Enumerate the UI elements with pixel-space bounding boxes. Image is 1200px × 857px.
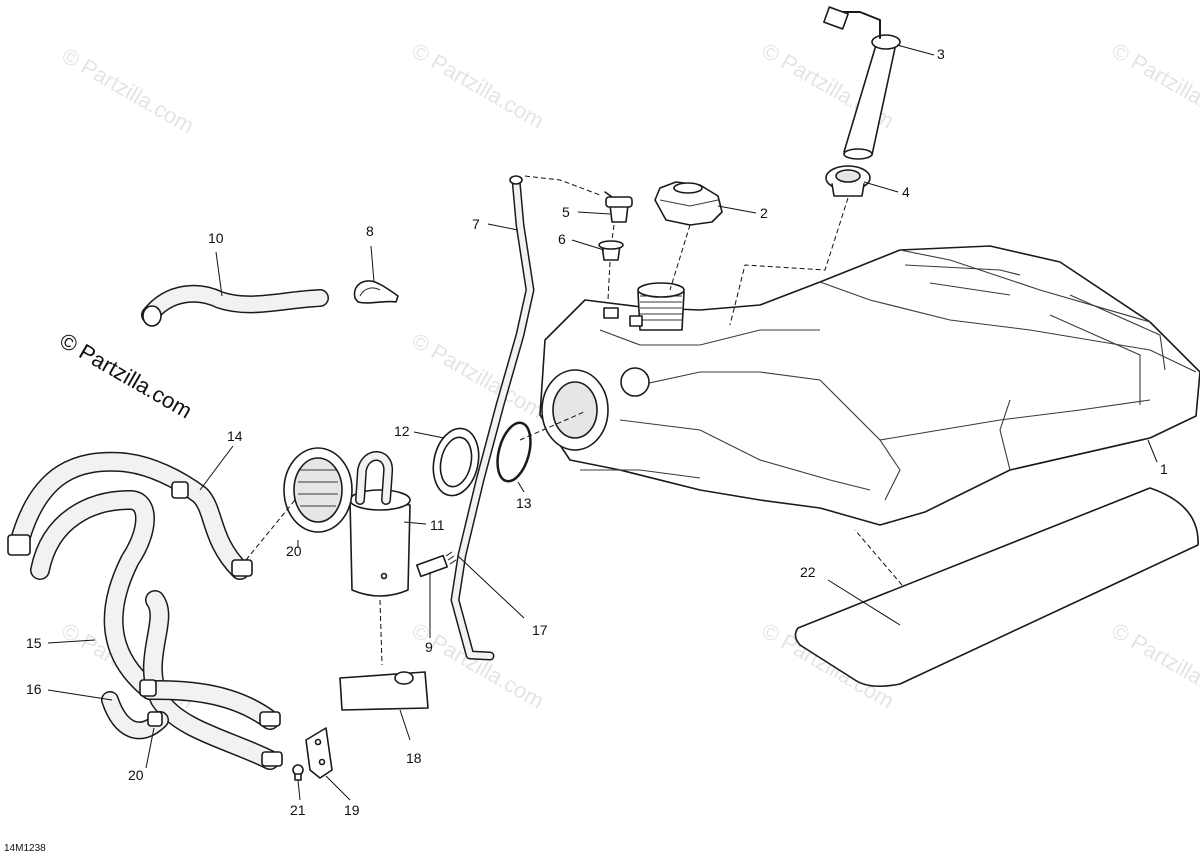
fuel-fitting — [415, 551, 457, 578]
callout-13: 13 — [516, 495, 532, 511]
grommet — [825, 165, 871, 197]
callout-2: 2 — [760, 205, 768, 221]
callout-19: 19 — [344, 802, 360, 818]
callout-20-pump: 20 — [286, 543, 302, 559]
callout-4: 4 — [902, 184, 910, 200]
callout-8: 8 — [366, 223, 374, 239]
fuel-hoses — [7, 451, 283, 770]
watermark-text: © Partzilla.com — [408, 38, 549, 134]
callout-10: 10 — [208, 230, 224, 246]
screw — [292, 764, 304, 781]
callout-15: 15 — [26, 635, 42, 651]
watermark-text: © Partzilla.com — [408, 618, 549, 714]
drawing-code: 14M1238 — [4, 843, 46, 854]
o-ring — [496, 421, 532, 483]
valve-grommet — [598, 240, 624, 261]
callout-17: 17 — [532, 622, 548, 638]
fuel-filter-sock — [339, 671, 429, 711]
callout-5: 5 — [562, 204, 570, 220]
callout-9: 9 — [425, 639, 433, 655]
fuel-pump-module — [283, 447, 411, 597]
leader-lines — [47, 44, 1158, 801]
vent-hose — [450, 175, 535, 661]
main-watermark: © Partzilla.com — [56, 328, 197, 424]
callout-22: 22 — [800, 564, 816, 580]
callout-14: 14 — [227, 428, 243, 444]
hose-clamp — [353, 280, 399, 304]
watermark-text: © Partzilla.com — [1108, 38, 1200, 134]
callout-21: 21 — [290, 802, 306, 818]
bracket — [305, 727, 333, 779]
fuel-level-sender — [823, 6, 901, 160]
callout-1: 1 — [1160, 461, 1168, 477]
vent-valve — [604, 191, 633, 223]
watermark-text: © Partzilla.com — [1108, 618, 1200, 714]
assembly-dash-lines — [245, 175, 903, 666]
callout-16: 16 — [26, 681, 42, 697]
watermark-text: © Partzilla.com — [58, 43, 199, 139]
callout-20-hoses: 20 — [128, 767, 144, 783]
callout-7: 7 — [472, 216, 480, 232]
callout-11: 11 — [430, 517, 445, 533]
fuel-tank — [539, 245, 1200, 526]
callout-6: 6 — [558, 231, 566, 247]
fuel-cap — [654, 181, 723, 226]
filler-hose — [141, 284, 329, 327]
callout-18: 18 — [406, 750, 422, 766]
watermark-text: © Partzilla.com — [408, 328, 549, 424]
callout-12: 12 — [394, 423, 410, 439]
tank-pad — [794, 487, 1199, 688]
lock-ring — [432, 427, 480, 497]
callout-labels: 1 2 3 4 5 6 7 8 9 10 11 12 13 14 15 16 1… — [26, 46, 1168, 818]
callout-3: 3 — [937, 46, 945, 62]
